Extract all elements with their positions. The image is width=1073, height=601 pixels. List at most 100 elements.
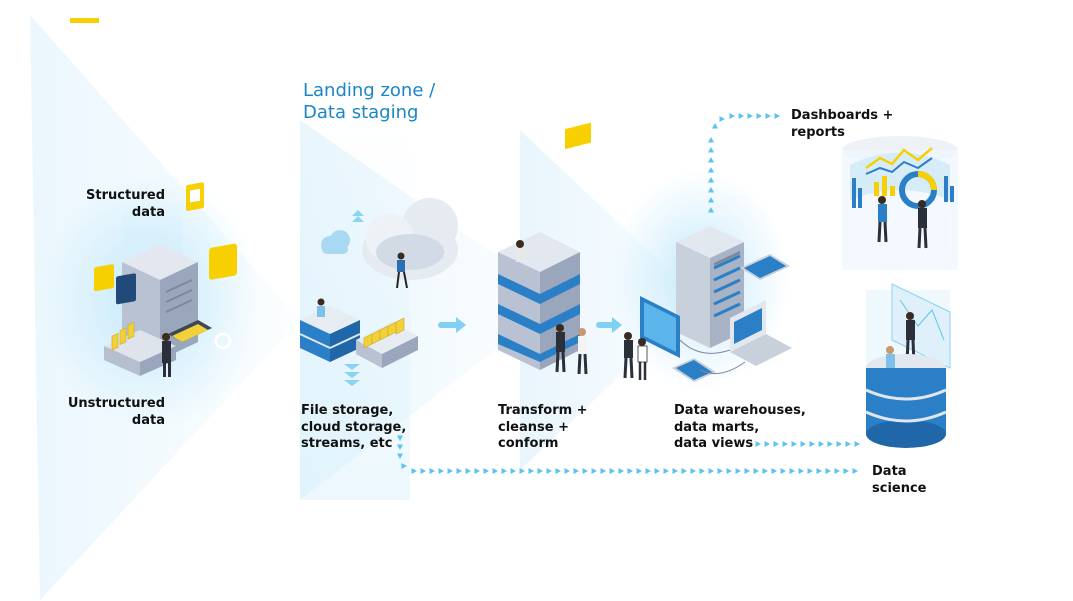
connector-chevron (809, 441, 815, 447)
accent-bar (70, 18, 99, 23)
connector-chevron (738, 113, 744, 119)
label-line: cleanse + (498, 419, 569, 435)
label-line: Unstructured (67, 396, 165, 411)
connector-chevron (729, 113, 735, 119)
flow-arrow-2 (596, 317, 622, 333)
connector-chevron (753, 468, 759, 474)
connector-chevron (582, 468, 588, 474)
title-line: Data staging (303, 102, 419, 123)
dashboards-label: Dashboards + reports (791, 108, 893, 141)
data-warehouses-label: Data warehouses, data marts, data views (674, 403, 806, 453)
dotted-connectors (397, 113, 860, 474)
connector-chevron (735, 468, 741, 474)
connector-chevron (564, 468, 570, 474)
connector-chevron (762, 468, 768, 474)
connector-chevron (447, 468, 453, 474)
connector-chevron (773, 441, 779, 447)
connector-chevron (708, 157, 714, 163)
connector-chevron (774, 113, 780, 119)
connector-chevron (708, 468, 714, 474)
connector-chevron (818, 441, 824, 447)
connector-chevron (397, 444, 403, 450)
connector-chevron (672, 468, 678, 474)
structured-data-label: Structured data (60, 188, 165, 221)
connector-chevron (510, 468, 516, 474)
label-line: data (131, 412, 165, 428)
connector-chevron (699, 468, 705, 474)
connector-chevron (782, 441, 788, 447)
connector-chevron (654, 468, 660, 474)
connector-chevron (708, 177, 714, 183)
connector-chevron (756, 113, 762, 119)
connector-chevron (836, 441, 842, 447)
connector-chevron (708, 147, 714, 153)
connector-chevron (528, 468, 534, 474)
label-line: Dashboards + (791, 108, 894, 123)
connector-chevron (719, 116, 725, 122)
connector-chevron (474, 468, 480, 474)
connector-chevron (717, 468, 723, 474)
connector-chevron (843, 468, 849, 474)
label-line: cloud storage, (301, 419, 407, 435)
connector-chevron (397, 453, 403, 459)
connector-chevron (708, 187, 714, 193)
connector-chevron (397, 435, 403, 441)
data-science-illustration (865, 283, 951, 448)
connector-chevron (708, 207, 714, 213)
file-storage-label: File storage, cloud storage, streams, et… (301, 403, 406, 453)
connector-chevron (747, 113, 753, 119)
connector-chevron (726, 468, 732, 474)
unstructured-data-label: Unstructured data (55, 396, 165, 429)
connector-chevron (764, 441, 770, 447)
connector-chevron (791, 441, 797, 447)
transform-label: Transform + cleanse + conform (498, 403, 588, 453)
transform-server-illustration (498, 122, 591, 375)
label-line: Structured (86, 188, 165, 203)
dashboards-illustration (842, 136, 958, 270)
connector-chevron (798, 468, 804, 474)
connector-chevron (816, 468, 822, 474)
connector-chevron (429, 468, 435, 474)
connector-chevron (546, 468, 552, 474)
connector-chevron (465, 468, 471, 474)
label-line: Transform + (498, 403, 588, 418)
connector-chevron (627, 468, 633, 474)
connector-chevron (483, 468, 489, 474)
data-science-label: Data science (872, 464, 927, 497)
connector-chevron (609, 468, 615, 474)
connector-chevron (690, 468, 696, 474)
connector-chevron (420, 468, 426, 474)
connector-chevron (845, 441, 851, 447)
connector-chevron (834, 468, 840, 474)
connector-chevron (765, 113, 771, 119)
label-line: File storage, (301, 403, 394, 418)
connector-chevron (591, 468, 597, 474)
connector-chevron (708, 137, 714, 143)
connector-chevron (501, 468, 507, 474)
label-line: data marts, (674, 419, 760, 435)
connector-chevron (744, 468, 750, 474)
connector-chevron (618, 468, 624, 474)
connector-chevron (456, 468, 462, 474)
connector-chevron (411, 468, 417, 474)
source-server-illustration (94, 182, 237, 377)
connector-chevron (800, 441, 806, 447)
connector-chevron (825, 468, 831, 474)
connector-chevron (636, 468, 642, 474)
connector-chevron (663, 468, 669, 474)
landing-zone-illustration (299, 198, 458, 386)
connector-chevron (708, 197, 714, 203)
connector-chevron (600, 468, 606, 474)
connector-chevron (771, 468, 777, 474)
connector-chevron (681, 468, 687, 474)
connector-chevron (401, 463, 407, 469)
connector-chevron (852, 468, 858, 474)
connector-chevron (573, 468, 579, 474)
connector-chevron (519, 468, 525, 474)
connector-chevron (789, 468, 795, 474)
label-line: conform (498, 436, 559, 451)
connector-chevron (755, 441, 761, 447)
connector-chevron (854, 441, 860, 447)
label-line: Data (872, 464, 907, 479)
connector-chevron (708, 167, 714, 173)
